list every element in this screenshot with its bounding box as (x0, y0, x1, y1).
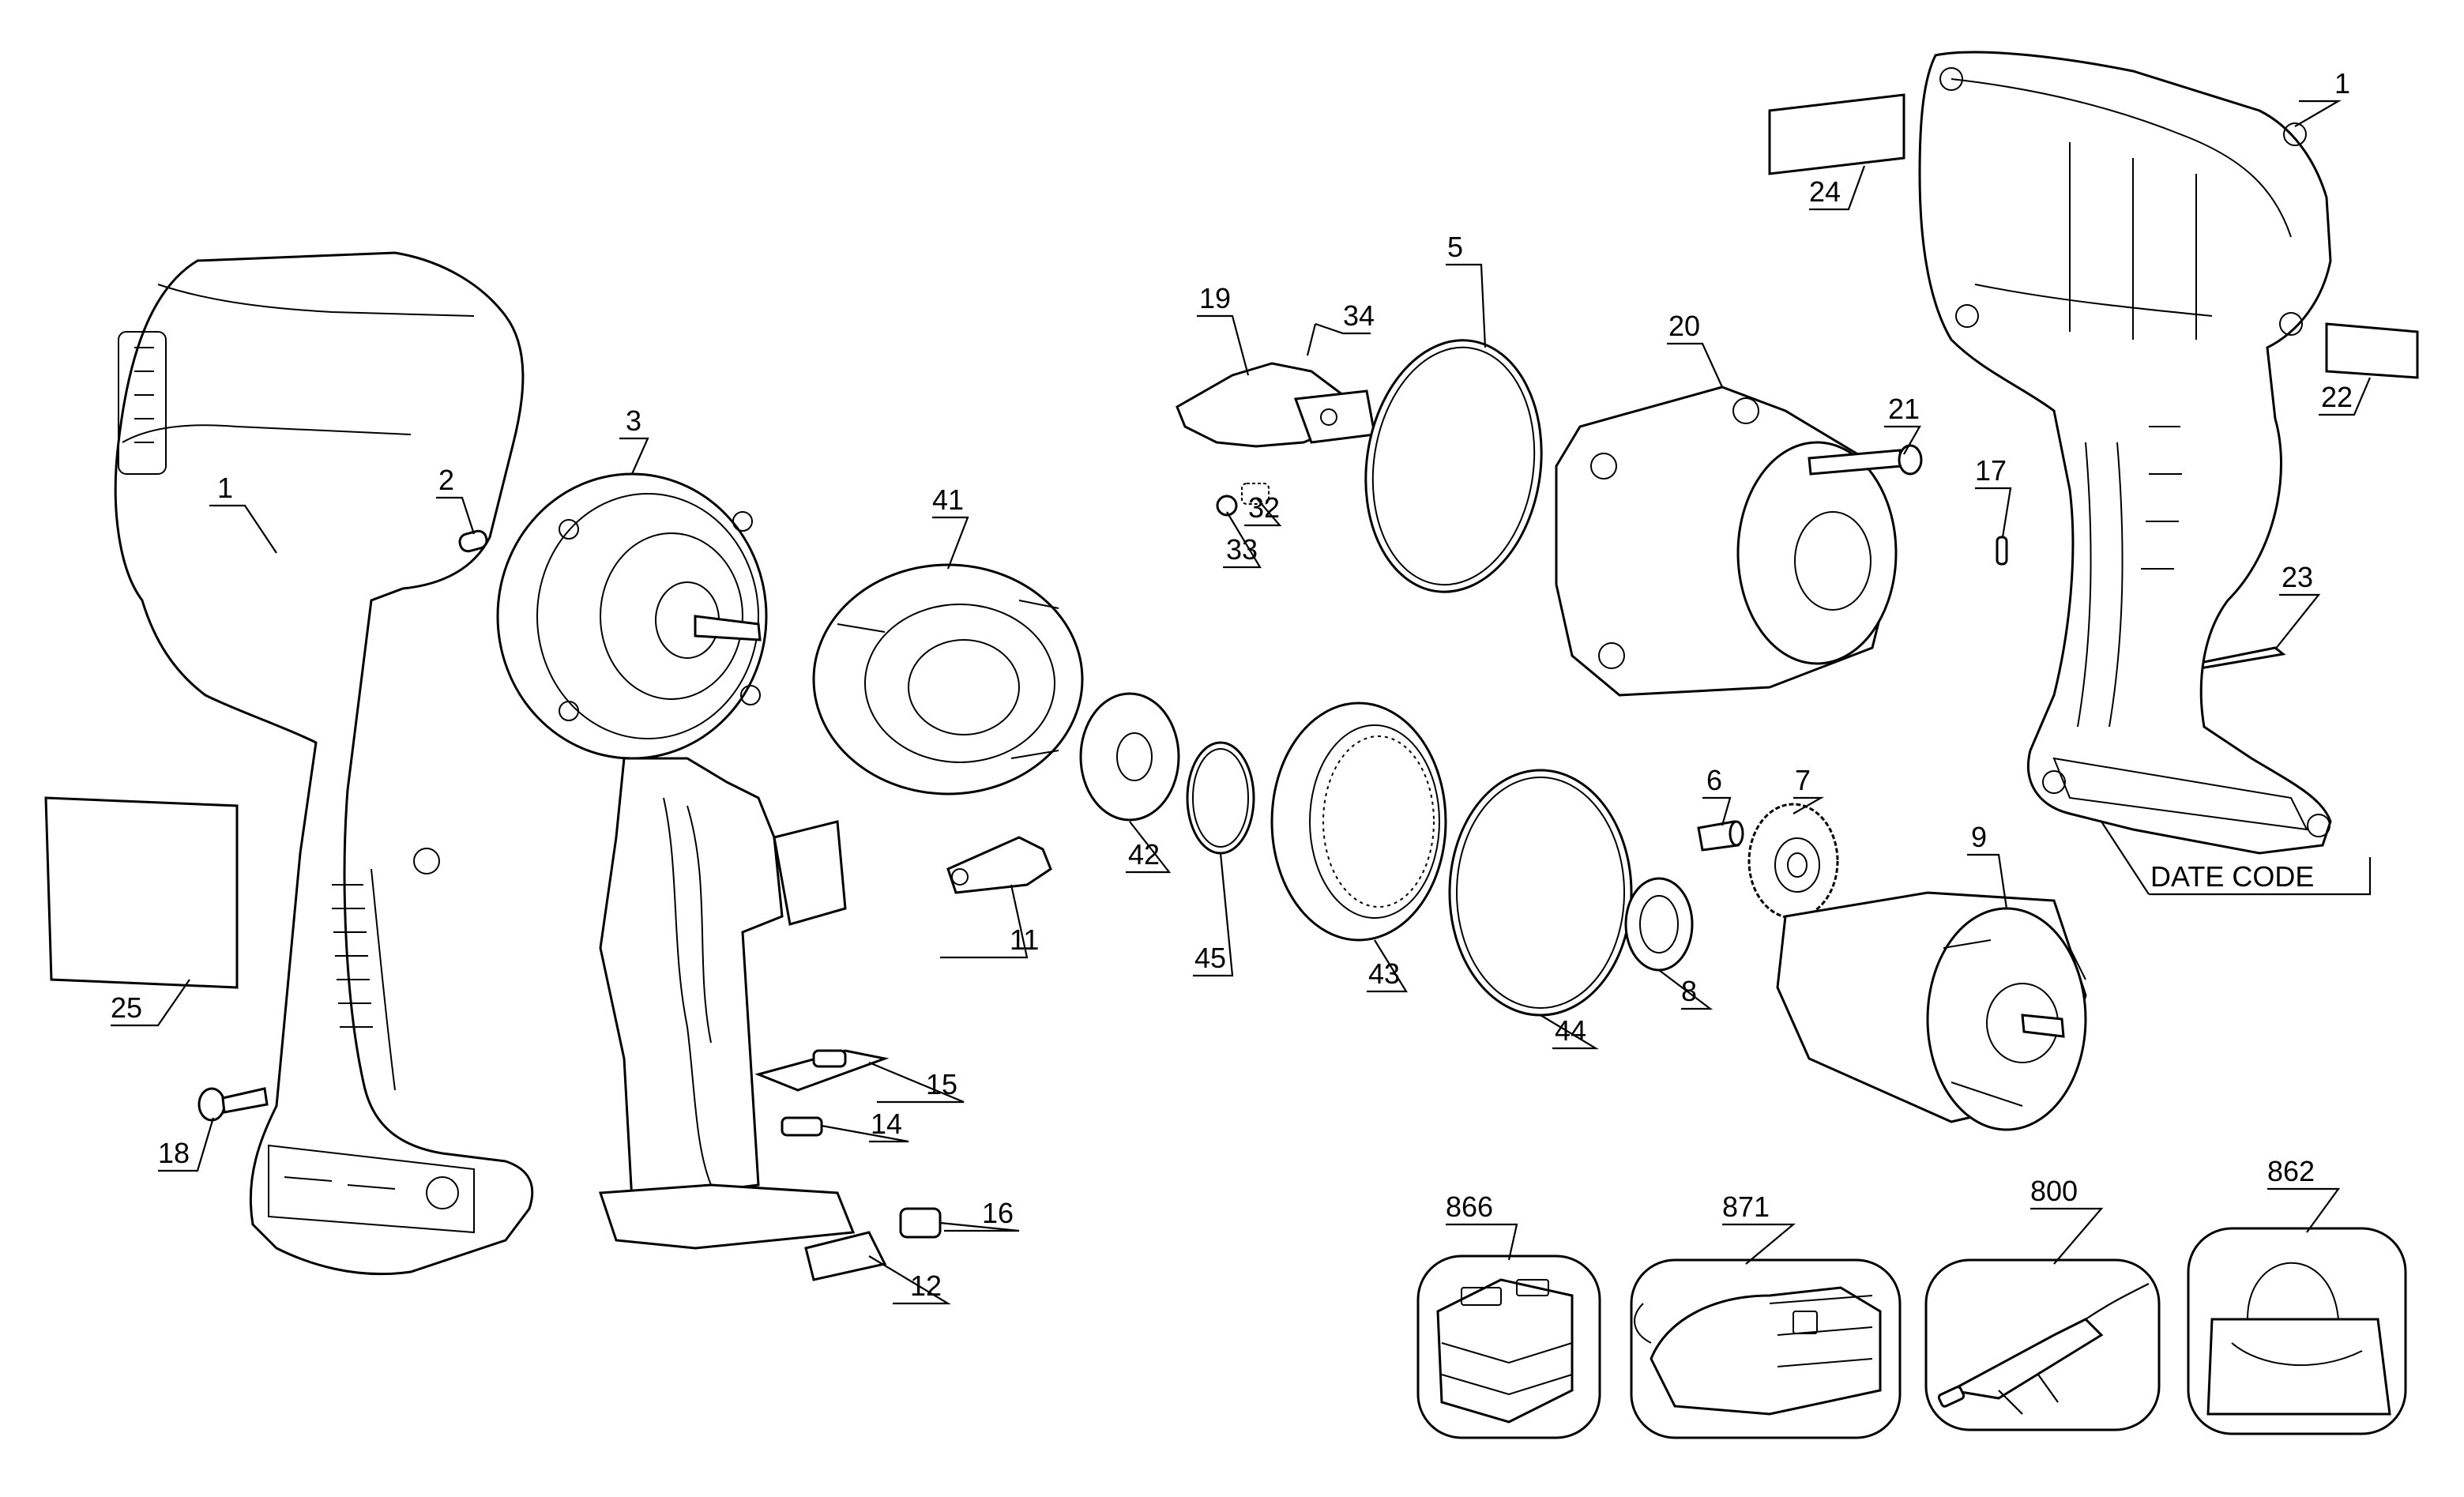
part-23-ribbon (2194, 646, 2286, 670)
label-5: 5 (1447, 231, 1463, 263)
label-15: 15 (926, 1068, 957, 1100)
label-800: 800 (2030, 1175, 2078, 1207)
gear-case-41 (812, 563, 1084, 796)
label-21: 21 (1888, 393, 1920, 425)
label-23: 23 (2282, 561, 2313, 593)
label-date-code: DATE CODE (2150, 860, 2314, 893)
part-11-switch (946, 836, 1052, 894)
part-42-washer (1079, 692, 1180, 822)
label-7: 7 (1795, 764, 1811, 796)
part-18-screw (197, 1087, 269, 1122)
part-44-oring (1448, 769, 1633, 1017)
label-32: 32 (1248, 491, 1280, 524)
label-45: 45 (1194, 942, 1226, 974)
label-24: 24 (1809, 175, 1841, 208)
label-17: 17 (1975, 454, 2007, 487)
label-25: 25 (111, 991, 142, 1024)
label-43: 43 (1368, 957, 1400, 990)
label-16: 16 (982, 1197, 1014, 1229)
label-19: 19 (1199, 282, 1231, 314)
label-8: 8 (1681, 975, 1697, 1007)
part-labels: 1 2 3 1 41 34 19 5 20 21 24 22 17 23 DAT… (111, 67, 2353, 1302)
label-871: 871 (1722, 1190, 1770, 1223)
part-22-label (2325, 322, 2419, 379)
part-8-washer (1624, 877, 1694, 972)
part-15-bump (812, 1049, 847, 1068)
part-2-pin (458, 529, 488, 553)
label-1-right: 1 (2334, 67, 2350, 100)
part-34-pin (1306, 323, 1317, 356)
label-22: 22 (2321, 381, 2353, 413)
label-44: 44 (1555, 1014, 1586, 1047)
label-41: 41 (932, 483, 964, 516)
label-2: 2 (438, 464, 454, 496)
label-3: 3 (626, 404, 641, 437)
part-43-ring-gear (1270, 701, 1447, 942)
label-14: 14 (871, 1108, 902, 1140)
part-32-spring (1241, 483, 1270, 505)
housing-right-half (1918, 51, 2332, 855)
label-9: 9 (1971, 821, 1987, 853)
label-34: 34 (1343, 299, 1375, 332)
part-19-anvil (1176, 362, 1376, 448)
part-20-front-cover (1555, 386, 1898, 697)
label-1-left: 1 (217, 472, 233, 504)
part-12-board (804, 1231, 887, 1281)
box-871-charger (1630, 1258, 1902, 1439)
label-20: 20 (1668, 310, 1700, 342)
label-11: 11 (1010, 923, 1039, 956)
part-25-label (44, 796, 239, 989)
housing-left-half (114, 251, 534, 1276)
part-17-pin (1996, 536, 2008, 566)
part-14-clip (781, 1116, 823, 1137)
part-7-gear (1747, 803, 1839, 920)
label-12: 12 (910, 1269, 942, 1302)
label-42: 42 (1128, 838, 1160, 871)
part-5-ring (1364, 339, 1543, 593)
part-16-connector (899, 1207, 942, 1239)
box-866-battery (1416, 1254, 1601, 1439)
part-9-clutch (1776, 891, 2087, 1131)
label-33: 33 (1226, 533, 1258, 566)
box-800-grease-gun (1924, 1258, 2161, 1431)
label-18: 18 (158, 1137, 190, 1169)
part-33-ball (1216, 495, 1238, 517)
leader-lines (111, 100, 2372, 1305)
box-862-bag (2187, 1227, 2407, 1435)
label-6: 6 (1706, 764, 1722, 796)
label-862: 862 (2267, 1155, 2315, 1187)
part-24-label (1768, 93, 1905, 175)
part-45-ring (1186, 741, 1255, 855)
label-866: 866 (1446, 1190, 1493, 1223)
